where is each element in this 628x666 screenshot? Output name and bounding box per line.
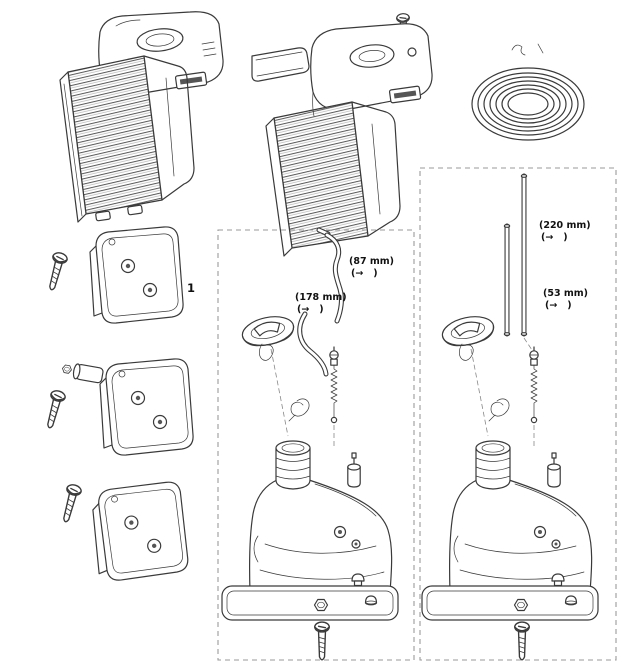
muffler-1 [89,226,184,324]
leader-line [270,348,289,437]
leader-line [470,348,489,437]
cap-retainer-2 [488,398,510,422]
screw-tank-1 [314,621,330,661]
vent-dome-2 [564,595,578,606]
tank-vent-valve-1 [329,346,339,424]
fuel-tank-1 [221,440,399,621]
fuel-tube-53 [503,223,511,337]
length-arrow-note: (→ ) [545,300,572,311]
muffler-3 [91,480,190,582]
vent-dome-1 [364,595,378,606]
engine-cover-2 [251,23,433,257]
cap-retainer-1 [288,398,310,422]
callout-hose-178: (178 mm) [295,292,347,303]
muffler-2 [99,358,194,456]
fuel-filter-2 [547,452,561,488]
screw-muffler-2 [41,388,67,431]
fuel-filter-1 [347,452,361,488]
screw-tank-2 [514,621,530,661]
engine-cover-1 [59,11,224,223]
length-arrow-note: (→ ) [351,268,378,279]
callout-tube-220: (220 mm) [539,220,591,231]
length-arrow-note: (→ ) [541,232,568,243]
fuel-tube-220 [520,173,528,337]
fuel-tank-2 [421,440,599,621]
tank-vent-valve-2 [529,346,539,424]
screw-muffler-1 [43,250,69,293]
collar-nut-1 [313,598,329,612]
logo-plate [174,71,208,90]
fuel-cap-1 [239,311,297,361]
collar-nut-2 [513,598,529,612]
starter-rope [471,43,585,141]
screw-muffler-3 [57,482,83,525]
fuel-hose-87 [316,227,344,324]
variant-box-2 [419,167,617,661]
fuel-cap-2 [439,311,497,361]
callout-muffler-ref: 1 [187,281,196,295]
cover-flap [251,47,310,82]
logo-plate [388,85,422,104]
callout-tube-53: (53 mm) [543,288,589,299]
spark-arrestor-screen [61,363,104,384]
callout-hose-87: (87 mm) [349,256,395,267]
fuel-hose-178 [297,311,329,377]
length-arrow-note: (→ ) [297,304,324,315]
leader-line [523,337,533,351]
variant-box-1 [217,229,415,661]
